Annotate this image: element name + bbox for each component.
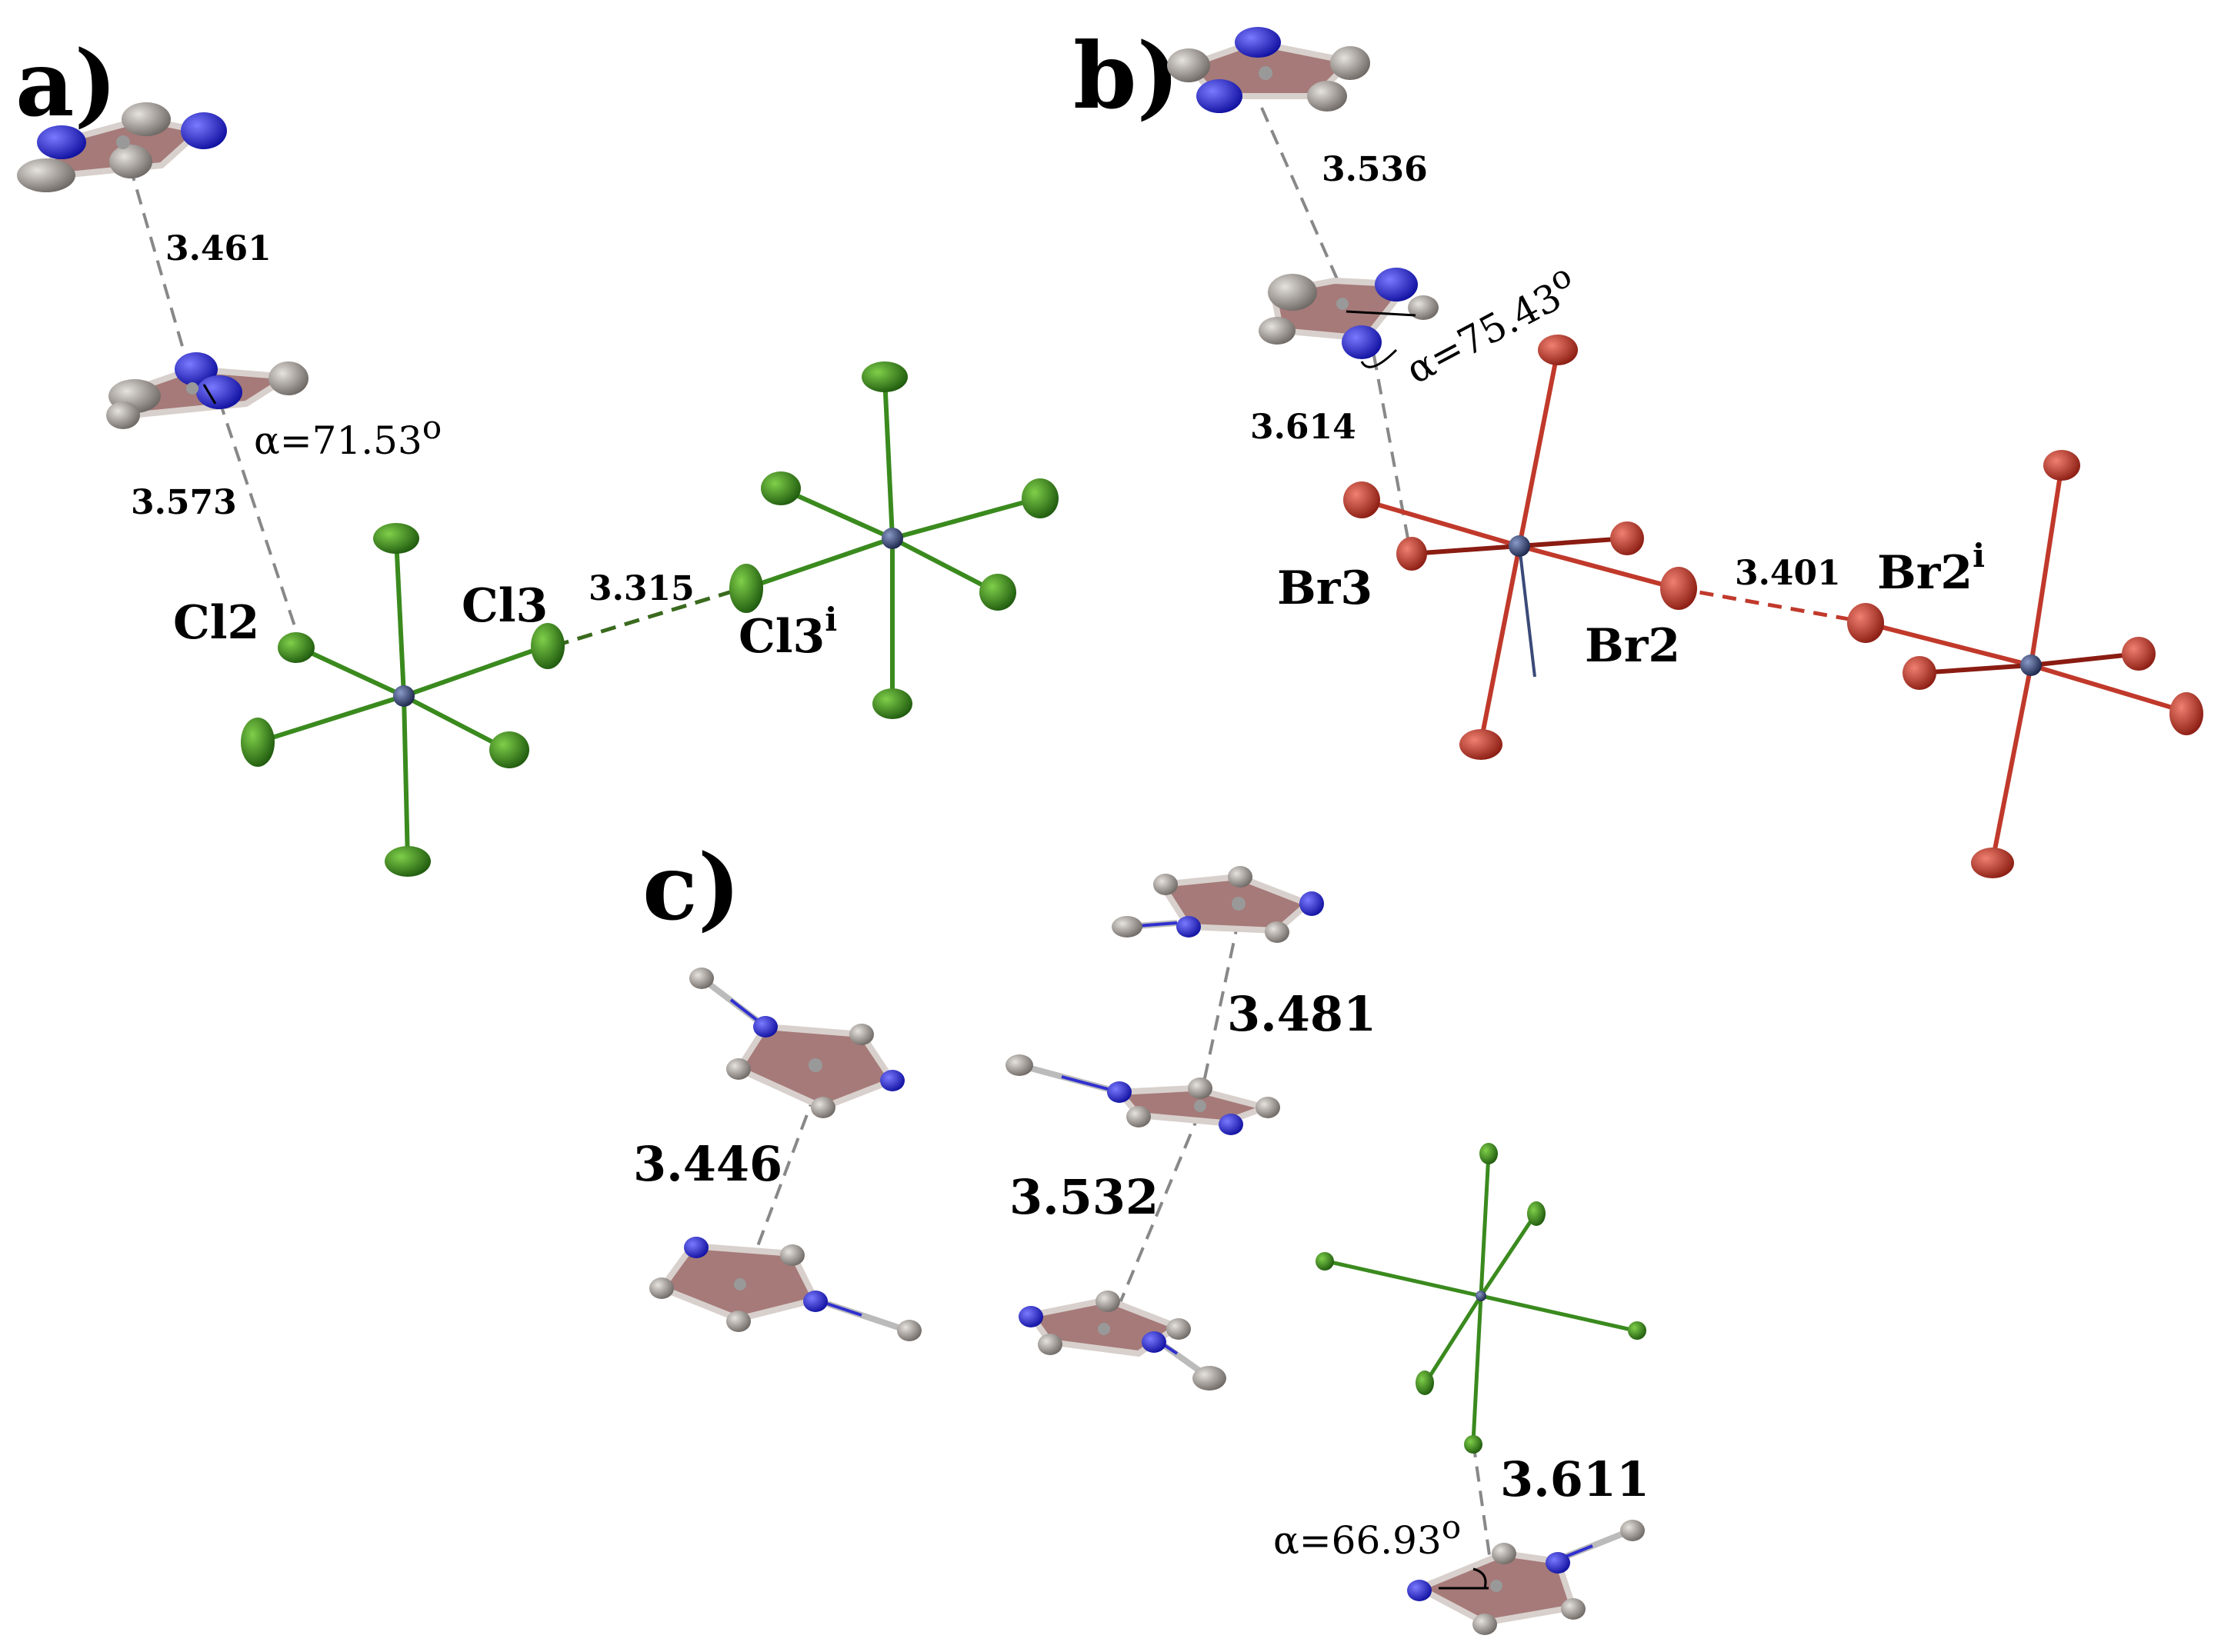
contact-line-b-3 [1676,586,1863,624]
distance-label-b-3401: 3.401 [1735,554,1841,593]
chlorometallate-octahedron-a-2 [729,361,1059,719]
distance-label-a-3461: 3.461 [165,229,272,268]
atom-label-cl3i: Cl3i [739,601,837,664]
atom-label-br2i: Br2i [1877,537,1985,600]
angle-label-b: α=75.43o [1394,256,1586,392]
contact-line-a-2 [218,399,298,631]
atom-label-br2: Br2 [1585,619,1680,673]
distance-label-b-3536: 3.536 [1322,150,1428,189]
contact-line-c-1 [1199,918,1240,1101]
chlorometallate-octahedron-c [1316,1143,1646,1454]
contact-line-c-2 [745,1091,817,1277]
imidazole-ring-b-top [1167,27,1370,113]
panel-b: b) [1073,22,2203,878]
distance-label-c-3611: 3.611 [1500,1451,1649,1507]
atom-label-cl3: Cl3 [462,579,548,633]
panel-b-letter: b) [1073,22,1179,129]
contact-line-b-1 [1260,107,1348,301]
panel-a: a) [15,30,1059,877]
angle-label-a: α=71.53o [254,408,442,463]
atom-label-cl2: Cl2 [173,596,259,650]
panel-c: c) [633,834,1649,1635]
angle-label-c: α=66.93o [1273,1508,1461,1563]
atom-label-br3: Br3 [1277,561,1372,615]
contact-line-c-3 [1110,1111,1202,1324]
imidazole-ring-c-1 [1112,866,1324,943]
distance-label-a-3573: 3.573 [131,483,237,522]
bromometallate-octahedron-b-2 [1847,450,2203,878]
distance-label-c-3532: 3.532 [1009,1169,1159,1225]
imidazole-ring-a-middle [106,352,308,429]
imidazole-ring-c-3 [1019,1291,1226,1391]
distance-label-c-3446: 3.446 [633,1136,782,1192]
bromometallate-octahedron-b-1 [1343,335,1697,760]
distance-label-a-3315: 3.315 [589,569,695,608]
contact-line-c-4 [1472,1441,1494,1577]
contact-line-a-3 [553,586,743,648]
imidazole-ring-c-2 [1005,1054,1280,1135]
panel-a-letter: a) [15,30,117,137]
chlorometallate-octahedron-a-1 [241,523,565,877]
panel-c-letter: c) [642,834,741,941]
imidazole-ring-c-5 [649,1237,922,1341]
distance-label-b-3614: 3.614 [1250,408,1356,447]
imidazole-ring-b-middle [1259,268,1439,368]
contact-line-a-1 [122,142,194,381]
imidazole-ring-a-top [17,102,227,192]
distance-label-c-3481: 3.481 [1227,986,1376,1042]
imidazole-ring-c-4 [689,968,905,1118]
imidazole-ring-c-6 [1407,1520,1645,1635]
